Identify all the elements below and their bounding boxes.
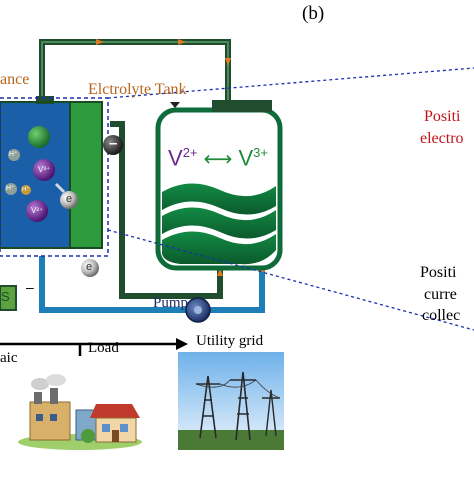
flow-arrow	[178, 39, 186, 45]
positive-electrode-label: Positi electro	[420, 106, 464, 149]
pump-pipe	[39, 250, 265, 313]
ion-proton	[5, 183, 17, 195]
source-box	[0, 285, 17, 311]
electron-bottom-label: e	[86, 261, 93, 273]
positive-current-collector-label: Positi curre collec	[420, 262, 460, 327]
ion-vanadium	[26, 200, 48, 222]
utility-grid-photo	[178, 352, 284, 450]
electron-top-label: –	[109, 135, 118, 152]
return-pipe	[110, 121, 223, 299]
positive-electrode-line2: electro	[420, 129, 464, 147]
ion-label: H⁺	[6, 185, 15, 192]
ion-vanadium	[33, 159, 55, 181]
power-line-arrow	[176, 338, 188, 350]
ion-label: H⁺	[9, 151, 18, 158]
electron-bottom	[81, 259, 99, 277]
utility-grid-label: Utility grid	[196, 333, 264, 349]
flow-arrow	[225, 58, 231, 66]
equilibrium-arrow: ⟷	[203, 148, 233, 171]
ion-label: H⁺	[22, 187, 30, 193]
vanadium-3-symbol: V	[238, 145, 254, 171]
left-source-label: aic	[0, 350, 18, 366]
tank-wave	[162, 207, 276, 239]
ion-proton	[8, 149, 20, 161]
positive-current-line2: curre	[424, 285, 457, 303]
upper-pipe-inner	[41, 41, 229, 100]
ion-label: V³⁺	[38, 165, 51, 174]
pump-label: Pump	[153, 295, 189, 311]
tank-port	[212, 100, 272, 112]
ion-proton	[21, 185, 31, 195]
ion-green	[28, 126, 50, 148]
electron-top	[103, 135, 123, 155]
source-label: S	[1, 289, 10, 304]
flow-arrow	[96, 39, 104, 45]
ion-electron	[60, 191, 78, 209]
vanadium-3-charge: 3+	[253, 145, 268, 160]
ion-arrow	[54, 182, 66, 194]
flow-arrow	[217, 268, 223, 276]
positive-current-line3: collec	[422, 307, 461, 325]
tank-vent-marker	[170, 102, 180, 108]
ion-label: V²⁺	[31, 206, 44, 215]
vanadium-2-charge: 2+	[182, 145, 198, 160]
positive-electrode-line1: Positi	[424, 108, 461, 125]
panel-label: (b)	[302, 3, 325, 24]
pump-hub	[194, 306, 202, 314]
tank-wave	[162, 231, 276, 265]
positive-current-line1: Positi	[420, 264, 457, 281]
vanadium-2-symbol: V	[168, 145, 183, 171]
minus-label: –	[26, 279, 34, 295]
species-equation: V2+ ⟷ V3+	[168, 146, 268, 169]
cell-membrane	[69, 101, 103, 249]
ion-label: e	[66, 193, 73, 205]
balance-label: ance	[0, 71, 30, 88]
factory-house-illustration	[18, 374, 142, 450]
tank-wave	[162, 183, 276, 215]
zoom-line	[107, 67, 474, 99]
cell-top-connector	[36, 96, 54, 104]
tank-title: Elctrolyte Tank	[88, 81, 187, 98]
load-label: Load	[88, 340, 119, 356]
cell-frame	[0, 101, 103, 249]
